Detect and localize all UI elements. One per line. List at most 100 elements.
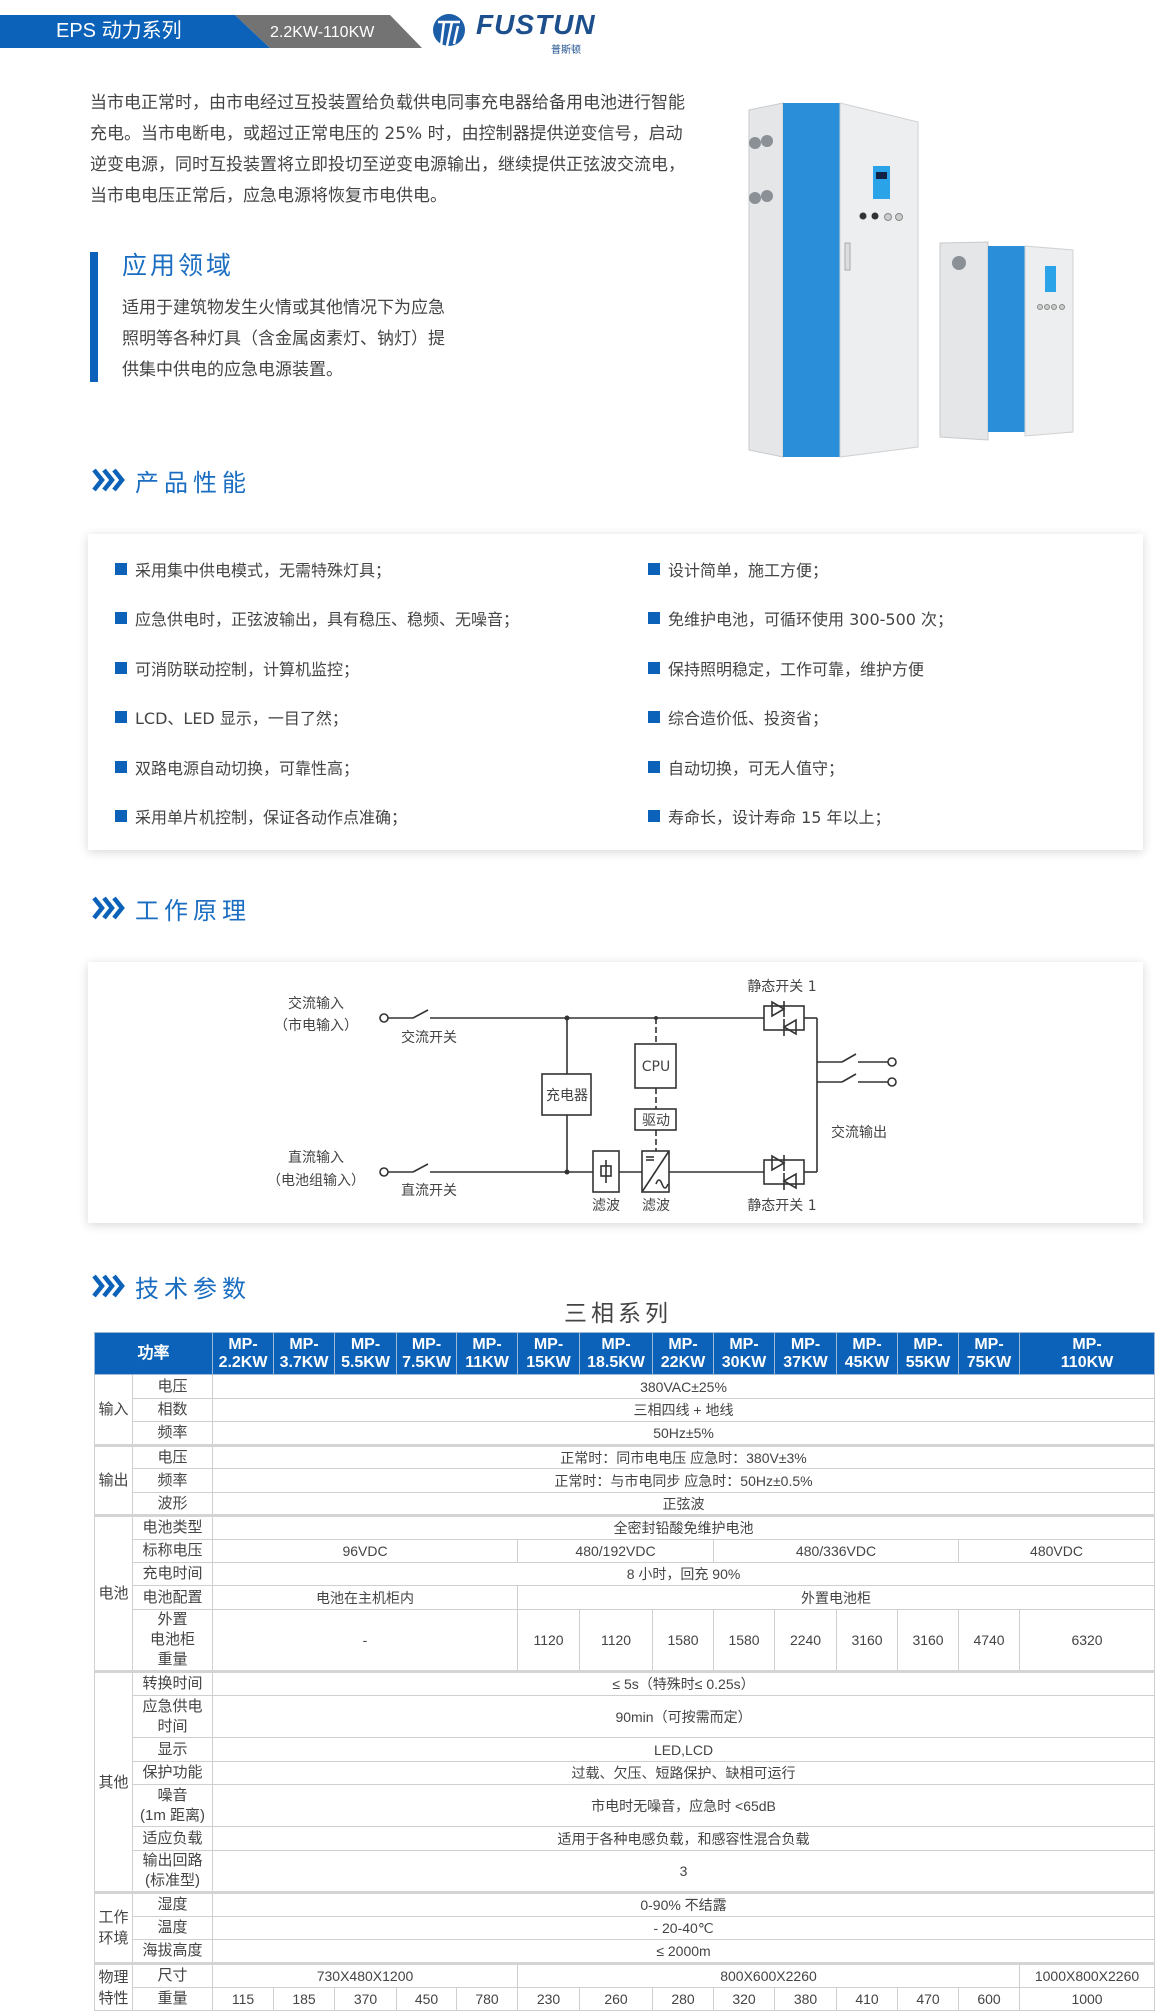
feature-item: 自动切换，可无人值守； [648,755,844,779]
application-heading: 应用领域 [122,251,235,280]
feature-item: LCD、LED 显示，一目了然； [115,705,348,729]
header-model: MP- 15KW [517,1332,581,1375]
row-label: 转换时间 [131,1670,214,1696]
table-cell: 电池在主机柜内 [212,1585,519,1610]
application-text: 适用于建筑物发生火情或其他情况下为应急照明等各种灯具（含金属卤素灯、钠灯）提供集… [122,298,445,380]
features-card [88,534,1143,850]
row-label: 温度 [131,1916,214,1940]
bullet-square-icon [648,761,660,773]
feature-item: 采用单片机控制，保证各动作点准确； [115,804,407,828]
table-row: 噪音 (1m 距离)市电时无噪音，应急时 <65dB [95,1784,1156,1827]
brand-logo-icon [433,14,465,47]
table-cell: 1120 [579,1609,654,1672]
header-model: MP- 22KW [652,1332,715,1375]
group-label: 工作 环境 [94,1891,133,1964]
feature-text: 免维护电池，可循环使用 300-500 次； [668,610,954,629]
table-cell: 2240 [774,1609,838,1672]
table-row: 海拔高度≤ 2000m [95,1939,1156,1964]
row-label: 电池配置 [131,1585,214,1610]
feature-item: 可消防联动控制，计算机监控； [115,656,359,680]
table-cell: 600 [958,1987,1021,2011]
static-switch-label: 静态开关 1 [747,979,816,995]
row-label: 噪音 (1m 距离) [131,1784,214,1827]
row-label: 保护功能 [131,1761,214,1785]
table-cell: 1000X800X2260 [1019,1962,1156,1988]
table-cell: LED,LCD [212,1737,1156,1762]
row-label: 海拔高度 [131,1939,214,1964]
card-tail [160,506,198,536]
table-cell: 320 [713,1987,776,2011]
feature-text: 应急供电时，正弦波输出，具有稳压、稳频、无噪音； [135,610,520,629]
table-row: 温度- 20-40℃ [95,1916,1156,1940]
principle-card [88,962,1143,1223]
ac-input-label: 交流输入 [288,995,344,1012]
cpu-label: CPU [642,1059,670,1075]
row-label: 波形 [131,1492,214,1516]
feature-item: 综合造价低、投资省； [648,705,828,729]
table-cell: 0-90% 不结露 [212,1891,1156,1917]
principle-heading: 工作原理 [92,891,251,925]
group-label: 物理 特性 [94,1962,133,2011]
table-cell: 480VDC [958,1539,1156,1563]
table-cell: 过载、欠压、短路保护、缺相可运行 [212,1761,1156,1785]
table-cell: 480/192VDC [517,1539,715,1563]
table-cell: 3160 [836,1609,899,1672]
bullet-square-icon [648,662,660,674]
header-model: MP- 11KW [456,1332,519,1375]
bullet-square-icon [115,810,127,822]
series-title: EPS 动力系列 [56,20,182,42]
table-row: 相数三相四线 + 地线 [95,1398,1156,1422]
feature-text: LCD、LED 显示，一目了然； [135,709,348,728]
header-model: MP- 75KW [958,1332,1021,1375]
bullet-square-icon [648,563,660,575]
feature-text: 设计简单，施工方便； [668,561,829,580]
table-row: 输出回路 (标准型)3 [95,1850,1156,1893]
feature-item: 设计简单，施工方便； [648,557,828,581]
feature-text: 综合造价低、投资省； [668,709,829,728]
accent-bar [90,252,98,382]
header-model: MP- 7.5KW [396,1332,458,1375]
table-row: 电池电池类型全密封铅酸免维护电池 [94,1514,1156,1672]
table-cell: 50Hz±5% [212,1421,1156,1446]
principle-title: 工作原理 [135,896,251,925]
logo-text: FUSTUN [476,9,596,40]
header-model: MP- 5.5KW [334,1332,398,1375]
specs-title: 技术参数 [135,1274,251,1303]
table-cell: 正常时：与市电同步 应急时：50Hz±0.5% [212,1468,1156,1493]
feature-item: 保持照明稳定，工作可靠，维护方便 [648,656,924,680]
table-cell: 外置电池柜 [517,1585,1156,1610]
table-cell: 市电时无噪音，应急时 <65dB [212,1784,1156,1827]
filter-label: 滤波 [642,1198,670,1214]
group-label: 输入 [94,1374,133,1446]
ac-switch-label: 交流开关 [401,1029,457,1046]
table-cell: 适用于各种电感负载，和感容性混合负载 [212,1826,1156,1851]
table-cell: 正弦波 [212,1492,1156,1516]
feature-item: 双路电源自动切换，可靠性高； [115,755,359,779]
bullet-square-icon [115,662,127,674]
table-row: 频率正常时：与市电同步 应急时：50Hz±0.5% [95,1468,1156,1493]
table-cell: 115 [212,1987,275,2011]
intro-paragraph: 当市电正常时，由市电经过互投装置给负载供电同事充电器给备用电池进行智能充电。当市… [90,93,685,206]
row-label: 标称电压 [131,1539,214,1563]
table-cell: 780 [456,1987,519,2011]
power-range: 2.2KW-110KW [270,24,375,41]
table-cell: 8 小时，回充 90% [212,1562,1156,1586]
row-label: 显示 [131,1737,214,1762]
header-model: MP- 2.2KW [212,1332,275,1375]
table-cell: 800X600X2260 [517,1962,1021,1988]
header-title-bar [0,15,270,48]
table-cell: 4740 [958,1609,1021,1672]
table-cell: 1580 [713,1609,776,1672]
group-label: 其他 [94,1670,133,1893]
feature-item: 免维护电池，可循环使用 300-500 次； [648,606,953,630]
row-label: 电池类型 [131,1514,214,1540]
table-cell: 1120 [517,1609,581,1672]
